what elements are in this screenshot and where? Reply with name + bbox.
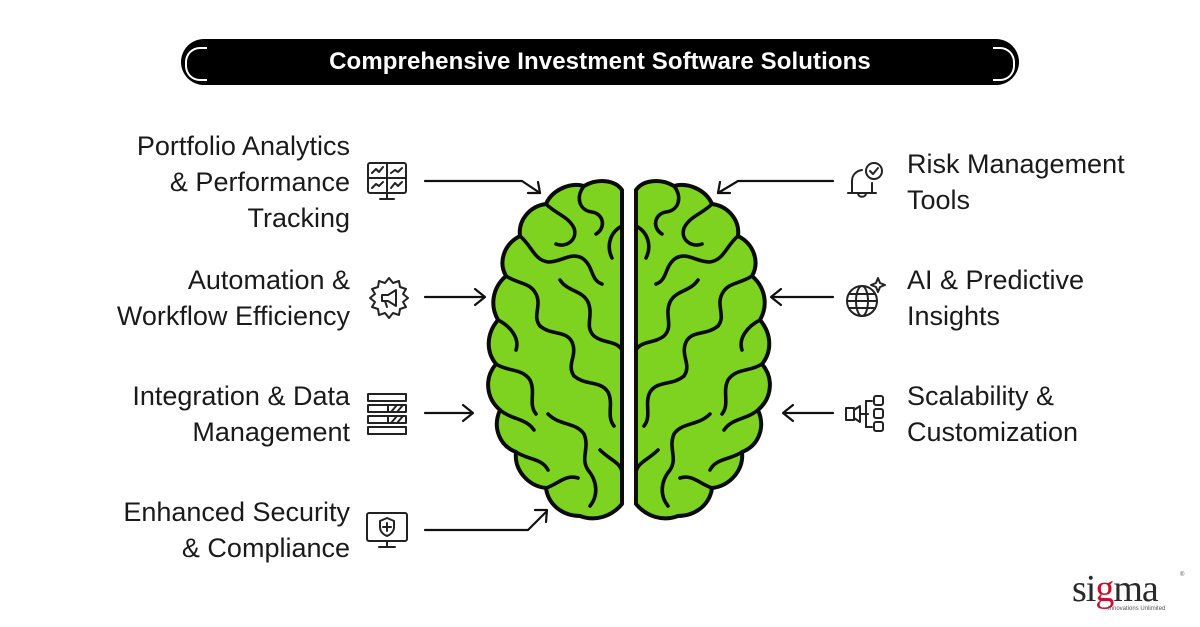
arrowhead-risk-management: [716, 180, 732, 195]
shield-monitor-icon: [364, 507, 410, 553]
arrow-portfolio-analytics: [423, 179, 542, 195]
feature-label-portfolio-analytics: Portfolio Analytics & Performance Tracki…: [136, 131, 350, 233]
analytics-dashboard-icon: [364, 159, 410, 205]
hierarchy-icon: [842, 391, 888, 437]
brain-left-hemisphere: [486, 179, 624, 521]
arrowhead-portfolio-analytics: [526, 180, 542, 195]
arrowhead-security: [533, 508, 549, 524]
page-title: Comprehensive Investment Software Soluti…: [329, 48, 871, 75]
megaphone-gear-icon: [366, 275, 412, 321]
arrowhead-scalability: [781, 403, 795, 423]
logo-wordmark: sigma: [1072, 568, 1159, 610]
sigma-logo: sigma Innovations Unlimited ®: [1072, 570, 1184, 620]
brain-right-hemisphere: [634, 179, 772, 521]
data-stack-icon: [364, 391, 410, 437]
alarm-check-icon: [842, 159, 888, 205]
feature-label-security: Enhanced Security & Compliance: [123, 497, 350, 563]
globe-sparkle-icon: [842, 275, 888, 321]
arrowhead-integration: [461, 403, 475, 423]
feature-label-automation: Automation & Workflow Efficiency: [116, 265, 350, 331]
arrow-security: [423, 510, 548, 532]
feature-label-risk-management: Risk Management Tools: [907, 149, 1125, 215]
registered-mark: ®: [1180, 572, 1185, 578]
feature-label-scalability: Scalability & Customization: [907, 381, 1079, 447]
arrowhead-ai-predictive: [769, 287, 783, 307]
logo-tagline: Innovations Unlimited: [1108, 606, 1166, 612]
arrowhead-automation: [473, 287, 487, 307]
feature-label-integration: Integration & Data Management: [132, 381, 350, 447]
feature-label-ai-predictive: AI & Predictive Insights: [907, 265, 1085, 331]
arrow-risk-management: [716, 179, 835, 195]
title-banner: Comprehensive Investment Software Soluti…: [181, 39, 1019, 85]
